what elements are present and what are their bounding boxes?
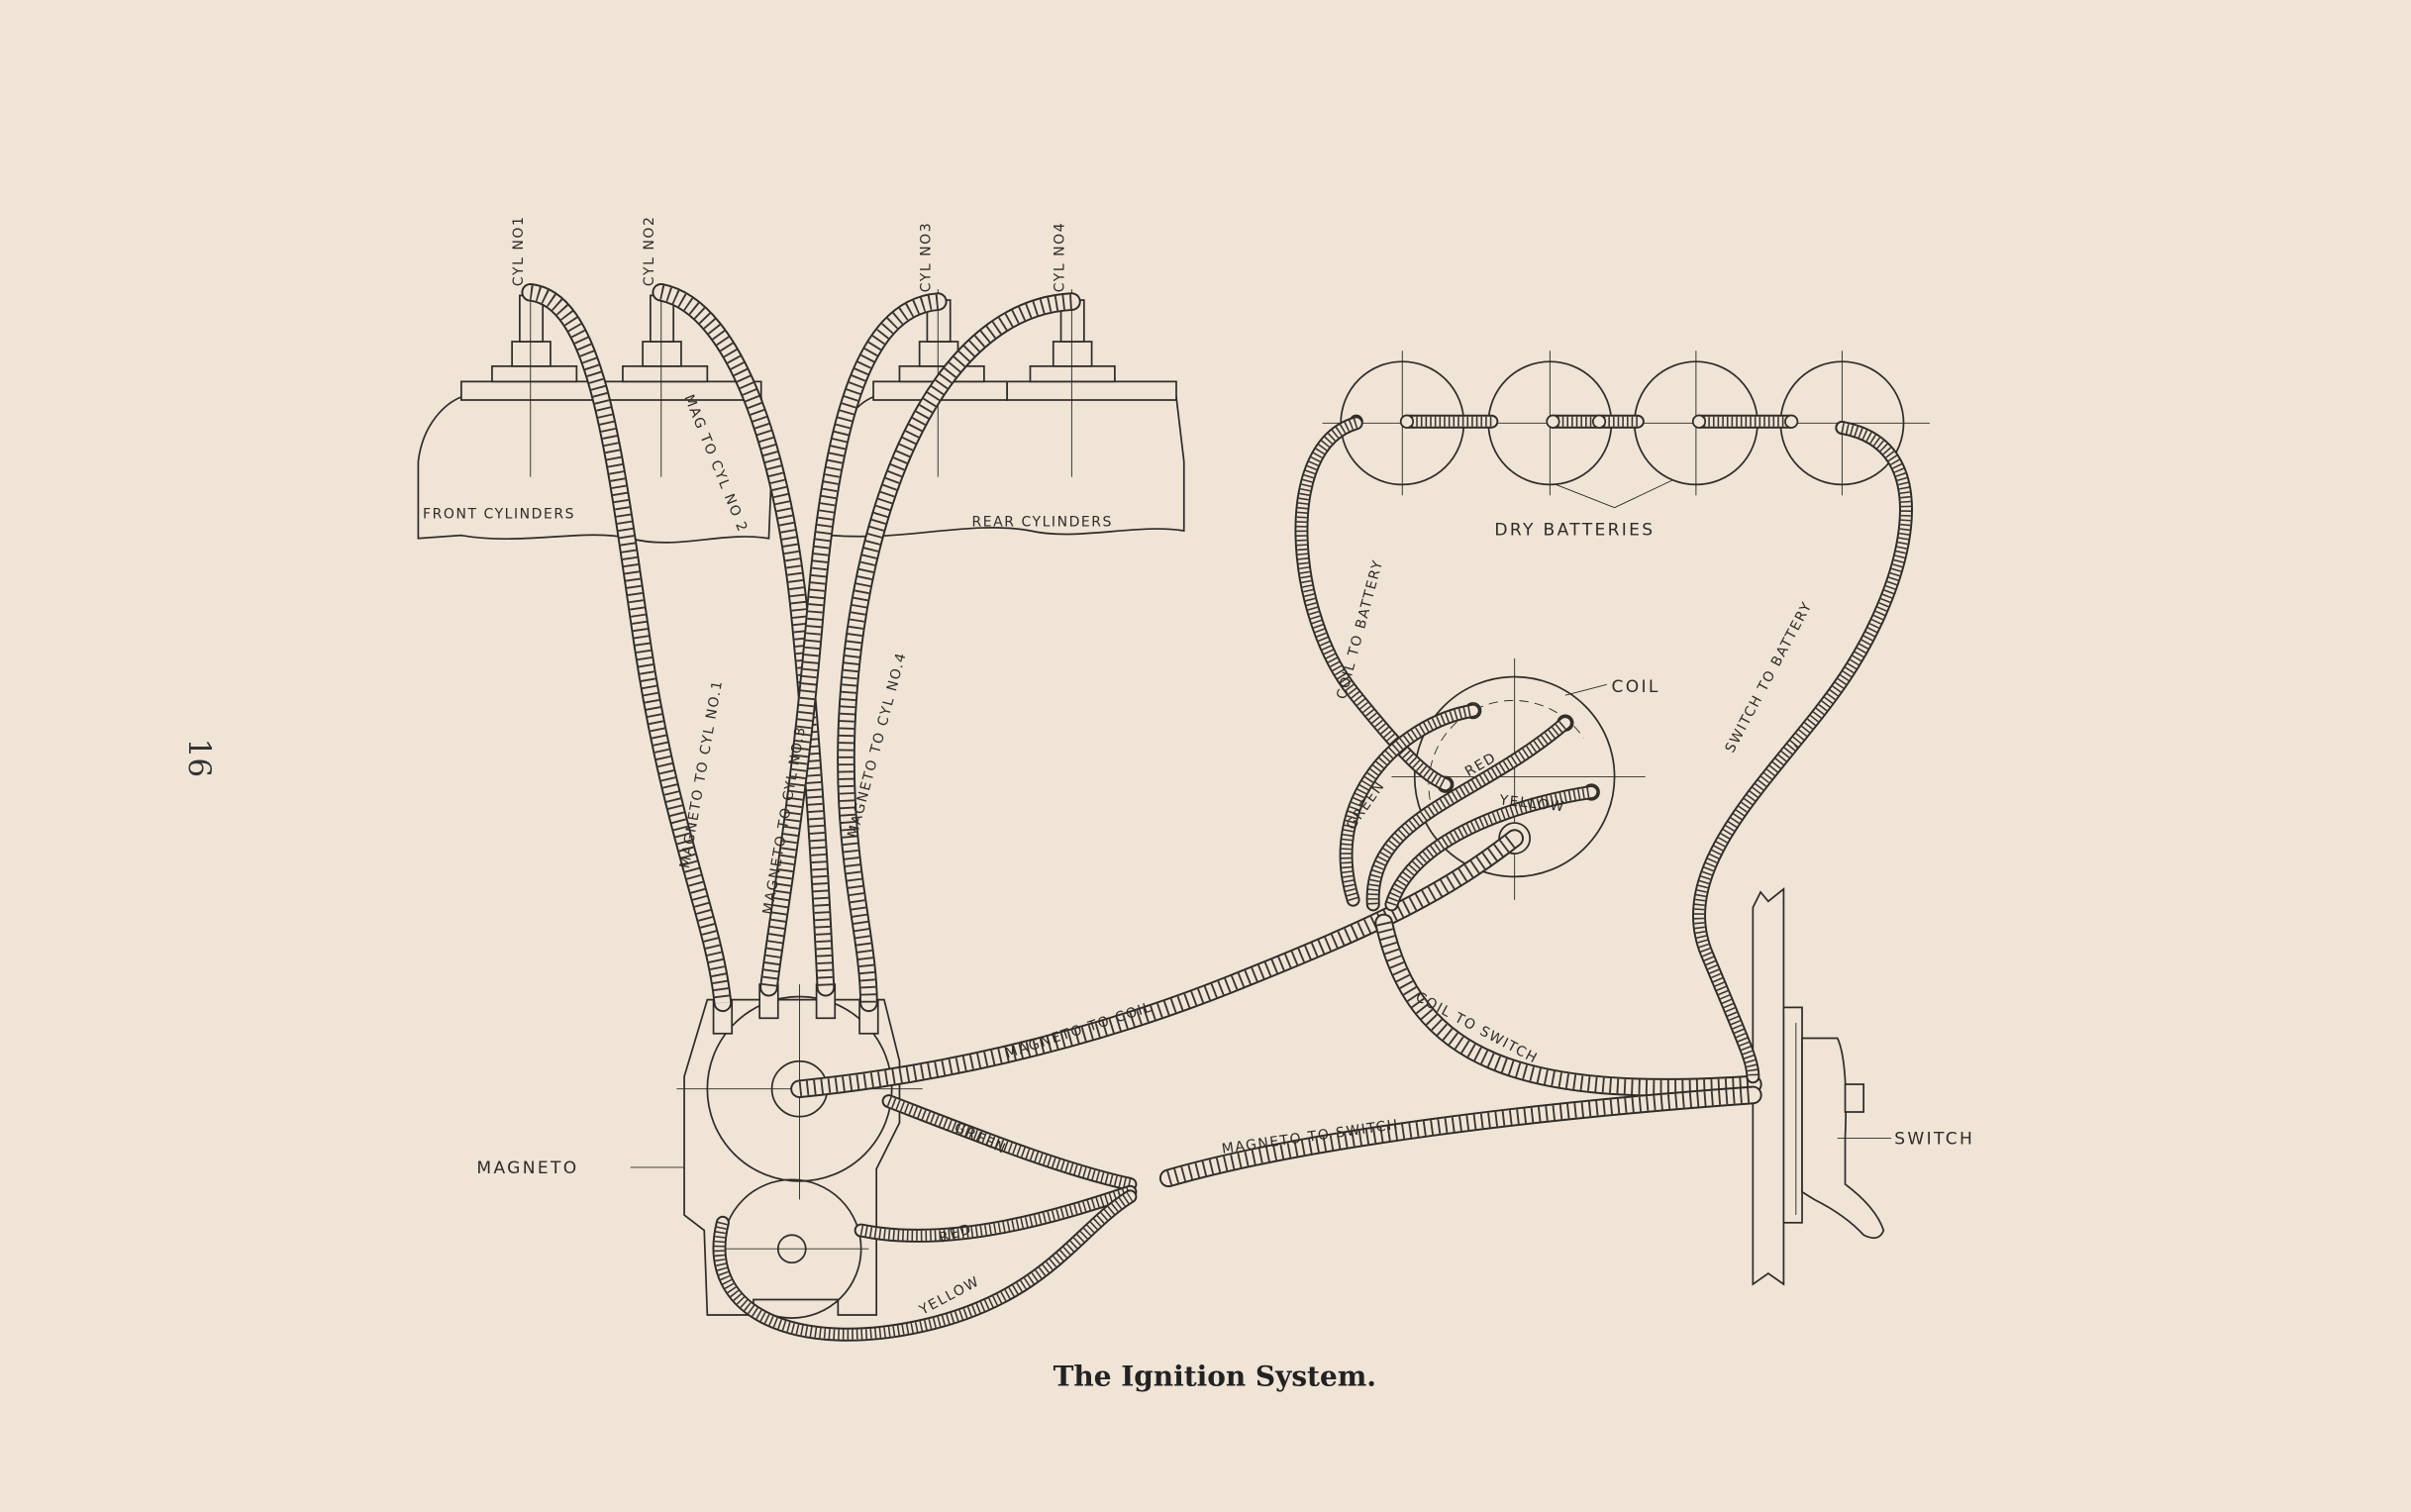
wire-green [881, 1094, 1138, 1191]
coil-wire-red [1365, 716, 1572, 912]
wire-switch-to-battery [1692, 420, 1913, 1084]
magneto: MAGNETO [476, 983, 923, 1319]
coil-yellow-label: YELLOW [1498, 792, 1566, 815]
wire-yellow [712, 1189, 1138, 1342]
rear-cylinders-label: REAR CYLINDERS [971, 514, 1113, 530]
cable-magneto-to-switch [1158, 1085, 1762, 1188]
magneto-to-coil-label: MAGNETO TO COIL [1003, 999, 1155, 1061]
coil-wire-yellow [1384, 785, 1599, 912]
cable-cyl1 [521, 282, 733, 1013]
coil-wire-green [1339, 703, 1480, 907]
cable-magneto-to-coil [790, 829, 1524, 1099]
red-wire-label: RED [938, 1221, 974, 1247]
cables [521, 282, 1762, 1188]
dry-batteries-label: DRY BATTERIES [1494, 521, 1655, 541]
coil-label: COIL [1611, 677, 1659, 697]
switch: SWITCH [1752, 887, 1974, 1286]
front-cylinders: FRONT CYLINDERS [417, 284, 773, 544]
wire-coil-to-battery [1294, 416, 1453, 792]
cable-coil-to-switch [1374, 913, 1762, 1097]
cable-cyl4 [837, 292, 1081, 1013]
switch-label: SWITCH [1894, 1130, 1974, 1150]
wire-red [854, 1184, 1138, 1243]
cable-cyl3 [759, 292, 948, 997]
dry-batteries: DRY BATTERIES [1322, 351, 1930, 541]
cable-cyl2 [652, 282, 836, 997]
mag-to-cyl1-label: MAGNETO TO CYL NO.1 [677, 678, 726, 869]
cyl2-label: CYL NO2 [642, 216, 657, 286]
wires [712, 416, 1913, 1342]
cyl3-label: CYL NO3 [919, 222, 935, 292]
cyl4-label: CYL NO4 [1053, 222, 1068, 292]
figure-caption: The Ignition System. [1054, 1360, 1376, 1392]
page-number: 16 [181, 739, 217, 778]
green-wire-label: GREEN [952, 1120, 1009, 1158]
coil-to-battery-label: COIL TO BATTERY [1334, 557, 1386, 701]
cyl1-label: CYL NO1 [511, 216, 527, 286]
magneto-label: MAGNETO [476, 1159, 578, 1178]
front-cylinders-label: FRONT CYLINDERS [423, 507, 575, 523]
